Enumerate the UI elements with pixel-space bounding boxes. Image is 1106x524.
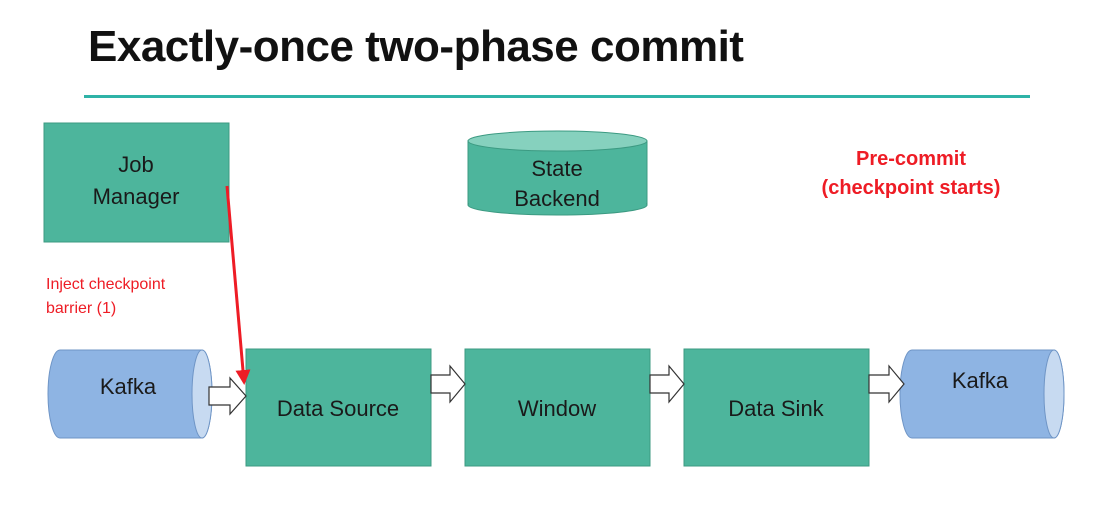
job-manager-label-line2: Manager	[93, 184, 180, 209]
data-source-node: Data Source	[245, 348, 432, 467]
kafka-input-label: Kafka	[100, 374, 157, 399]
phase-annotation: Pre-commit (checkpoint starts)	[822, 148, 1001, 199]
state-backend-label-line1: State	[531, 156, 582, 181]
flow-arrow-sink-to-kafka	[868, 364, 905, 404]
barrier-injection-arrow	[225, 185, 251, 385]
window-label: Window	[518, 396, 596, 421]
window-node: Window	[464, 348, 651, 467]
job-manager-node: Job Manager	[43, 122, 230, 243]
title-underline	[84, 95, 1030, 98]
job-manager-label-line1: Job	[118, 152, 153, 177]
kafka-output-label: Kafka	[952, 368, 1009, 393]
data-source-label: Data Source	[277, 396, 399, 421]
flow-arrow-source-to-window	[430, 364, 466, 404]
flow-arrow-kafka-to-source	[208, 376, 247, 416]
phase-label-line1: Pre-commit	[856, 148, 966, 170]
inject-annotation: Inject checkpoint barrier (1)	[46, 276, 166, 317]
inject-label-line1: Inject checkpoint	[46, 276, 166, 293]
phase-label-line2: (checkpoint starts)	[822, 177, 1001, 199]
state-backend-node: State Backend	[467, 130, 648, 216]
kafka-input-node: Kafka	[47, 349, 213, 439]
data-sink-label: Data Sink	[728, 396, 824, 421]
state-backend-label-line2: Backend	[514, 186, 600, 211]
data-sink-node: Data Sink	[683, 348, 870, 467]
slide-title: Exactly-once two-phase commit	[88, 22, 744, 71]
flow-arrow-window-to-sink	[649, 364, 685, 404]
inject-label-line2: barrier (1)	[46, 300, 116, 317]
kafka-output-node: Kafka	[899, 349, 1065, 439]
